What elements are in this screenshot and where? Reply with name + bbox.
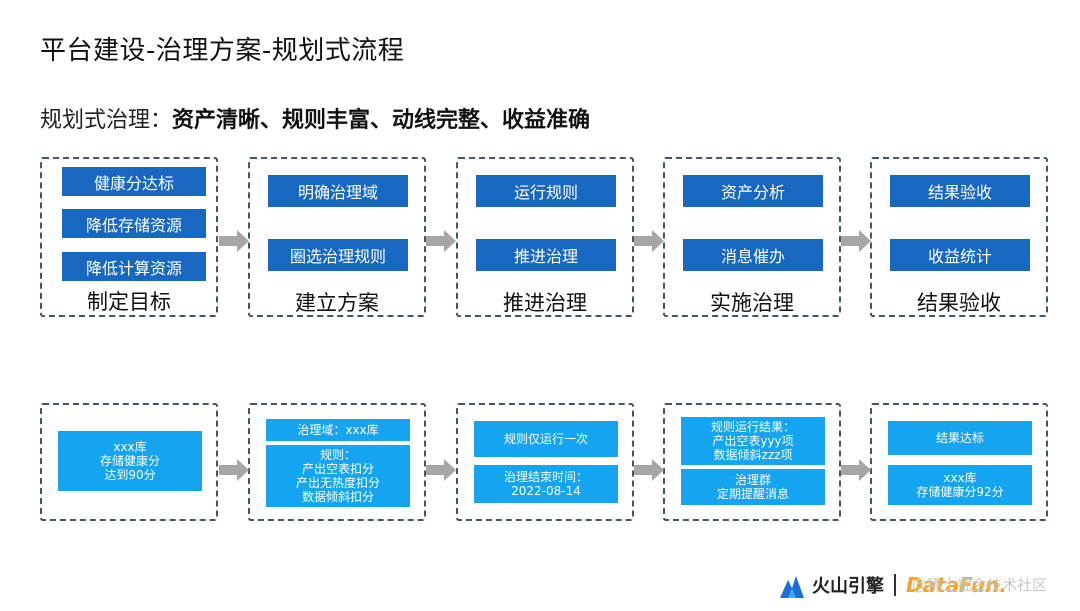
- example-block: 治理群 定期提醒消息: [681, 469, 825, 505]
- stage-item: 消息催办: [683, 239, 823, 271]
- example-line: 规则仅运行一次: [503, 432, 588, 446]
- volcano-logo-icon: [780, 576, 804, 598]
- arrow-right-icon: [634, 230, 664, 252]
- arrow-right-icon: [426, 459, 456, 481]
- example-line: xxx库: [113, 440, 147, 454]
- stage-label: 结果验收: [917, 291, 1001, 315]
- example-line: 规则运行结果：: [710, 420, 795, 434]
- example-line: 治理结束时间：: [503, 470, 588, 484]
- stage-item: 资产分析: [683, 175, 823, 207]
- stage-item: 推进治理: [476, 239, 616, 271]
- example-line: 产出空表yyy项: [712, 434, 794, 448]
- example-line: 2022-08-14: [511, 484, 581, 498]
- brand-name: 火山引擎: [812, 576, 884, 597]
- stage-item: 圈选治理规则: [268, 239, 408, 271]
- stage-box-push: 运行规则 推进治理 推进治理: [456, 157, 634, 317]
- stage-item: 健康分达标: [62, 167, 206, 196]
- example-line: xxx库: [943, 471, 977, 485]
- example-line: 存储健康分92分: [916, 485, 1004, 499]
- footer-logo: 火山引擎 DataFun.: [778, 570, 1007, 600]
- example-line: 定期提醒消息: [716, 487, 789, 501]
- example-box-goal: xxx库 存储健康分 达到90分: [40, 403, 218, 521]
- example-line: 产出空表扣分: [301, 462, 374, 476]
- example-line: 结果达标: [935, 431, 984, 445]
- example-box-plan: 治理域：xxx库 规则： 产出空表扣分 产出无热度扣分 数据倾斜扣分: [248, 403, 426, 521]
- example-line: 治理群: [734, 473, 771, 487]
- example-line: 数据倾斜扣分: [301, 490, 374, 504]
- stage-box-goal: 健康分达标 降低存储资源 降低计算资源 制定目标: [40, 157, 218, 317]
- example-block: xxx库 存储健康分 达到90分: [58, 431, 202, 491]
- example-block: 结果达标: [888, 421, 1032, 455]
- example-block: xxx库 存储健康分92分: [888, 465, 1032, 505]
- page-title: 平台建设-治理方案-规划式流程: [40, 36, 405, 66]
- subtitle-emphasis: 资产清晰、规则丰富、动线完整、收益准确: [172, 108, 591, 133]
- partner-logo: DataFun.: [906, 573, 1007, 597]
- example-block: 治理域：xxx库: [266, 419, 410, 441]
- arrow-right-icon: [634, 459, 664, 481]
- stage-label: 实施治理: [710, 291, 794, 315]
- stage-label: 推进治理: [503, 291, 587, 315]
- stage-item: 运行规则: [476, 175, 616, 207]
- watermark: @稀土掘金技术社区: [912, 576, 1048, 594]
- example-block: 规则运行结果： 产出空表yyy项 数据倾斜zzz项: [681, 417, 825, 465]
- example-block: 治理结束时间： 2022-08-14: [474, 465, 618, 503]
- example-line: 存储健康分: [99, 454, 160, 468]
- stage-item: 明确治理域: [268, 175, 408, 207]
- arrow-right-icon: [219, 230, 249, 252]
- example-box-push: 规则仅运行一次 治理结束时间： 2022-08-14: [456, 403, 634, 521]
- footer-divider: [894, 574, 896, 596]
- stage-box-accept: 结果验收 收益统计 结果验收: [870, 157, 1048, 317]
- arrow-right-icon: [219, 459, 249, 481]
- stage-item: 结果验收: [890, 175, 1030, 207]
- arrow-right-icon: [841, 230, 871, 252]
- example-block: 规则仅运行一次: [474, 421, 618, 457]
- stage-item: 降低计算资源: [62, 252, 206, 281]
- stage-box-implement: 资产分析 消息催办 实施治理: [663, 157, 841, 317]
- example-line: 数据倾斜zzz项: [713, 448, 793, 462]
- stage-item: 降低存储资源: [62, 209, 206, 238]
- stage-box-plan: 明确治理域 圈选治理规则 建立方案: [248, 157, 426, 317]
- page-subtitle: 规划式治理：资产清晰、规则丰富、动线完整、收益准确: [40, 102, 590, 134]
- stage-label: 建立方案: [295, 291, 379, 315]
- arrow-right-icon: [841, 459, 871, 481]
- subtitle-prefix: 规划式治理：: [40, 108, 173, 133]
- example-line: 产出无热度扣分: [295, 476, 380, 490]
- arrow-right-icon: [426, 230, 456, 252]
- example-line: 规则：: [319, 448, 356, 462]
- stage-item: 收益统计: [890, 239, 1030, 271]
- example-line: 达到90分: [104, 468, 156, 482]
- stage-label: 制定目标: [87, 290, 171, 314]
- example-box-implement: 规则运行结果： 产出空表yyy项 数据倾斜zzz项 治理群 定期提醒消息: [663, 403, 841, 521]
- example-line: 治理域：xxx库: [297, 423, 379, 437]
- example-block: 规则： 产出空表扣分 产出无热度扣分 数据倾斜扣分: [266, 445, 410, 507]
- example-box-accept: 结果达标 xxx库 存储健康分92分: [870, 403, 1048, 521]
